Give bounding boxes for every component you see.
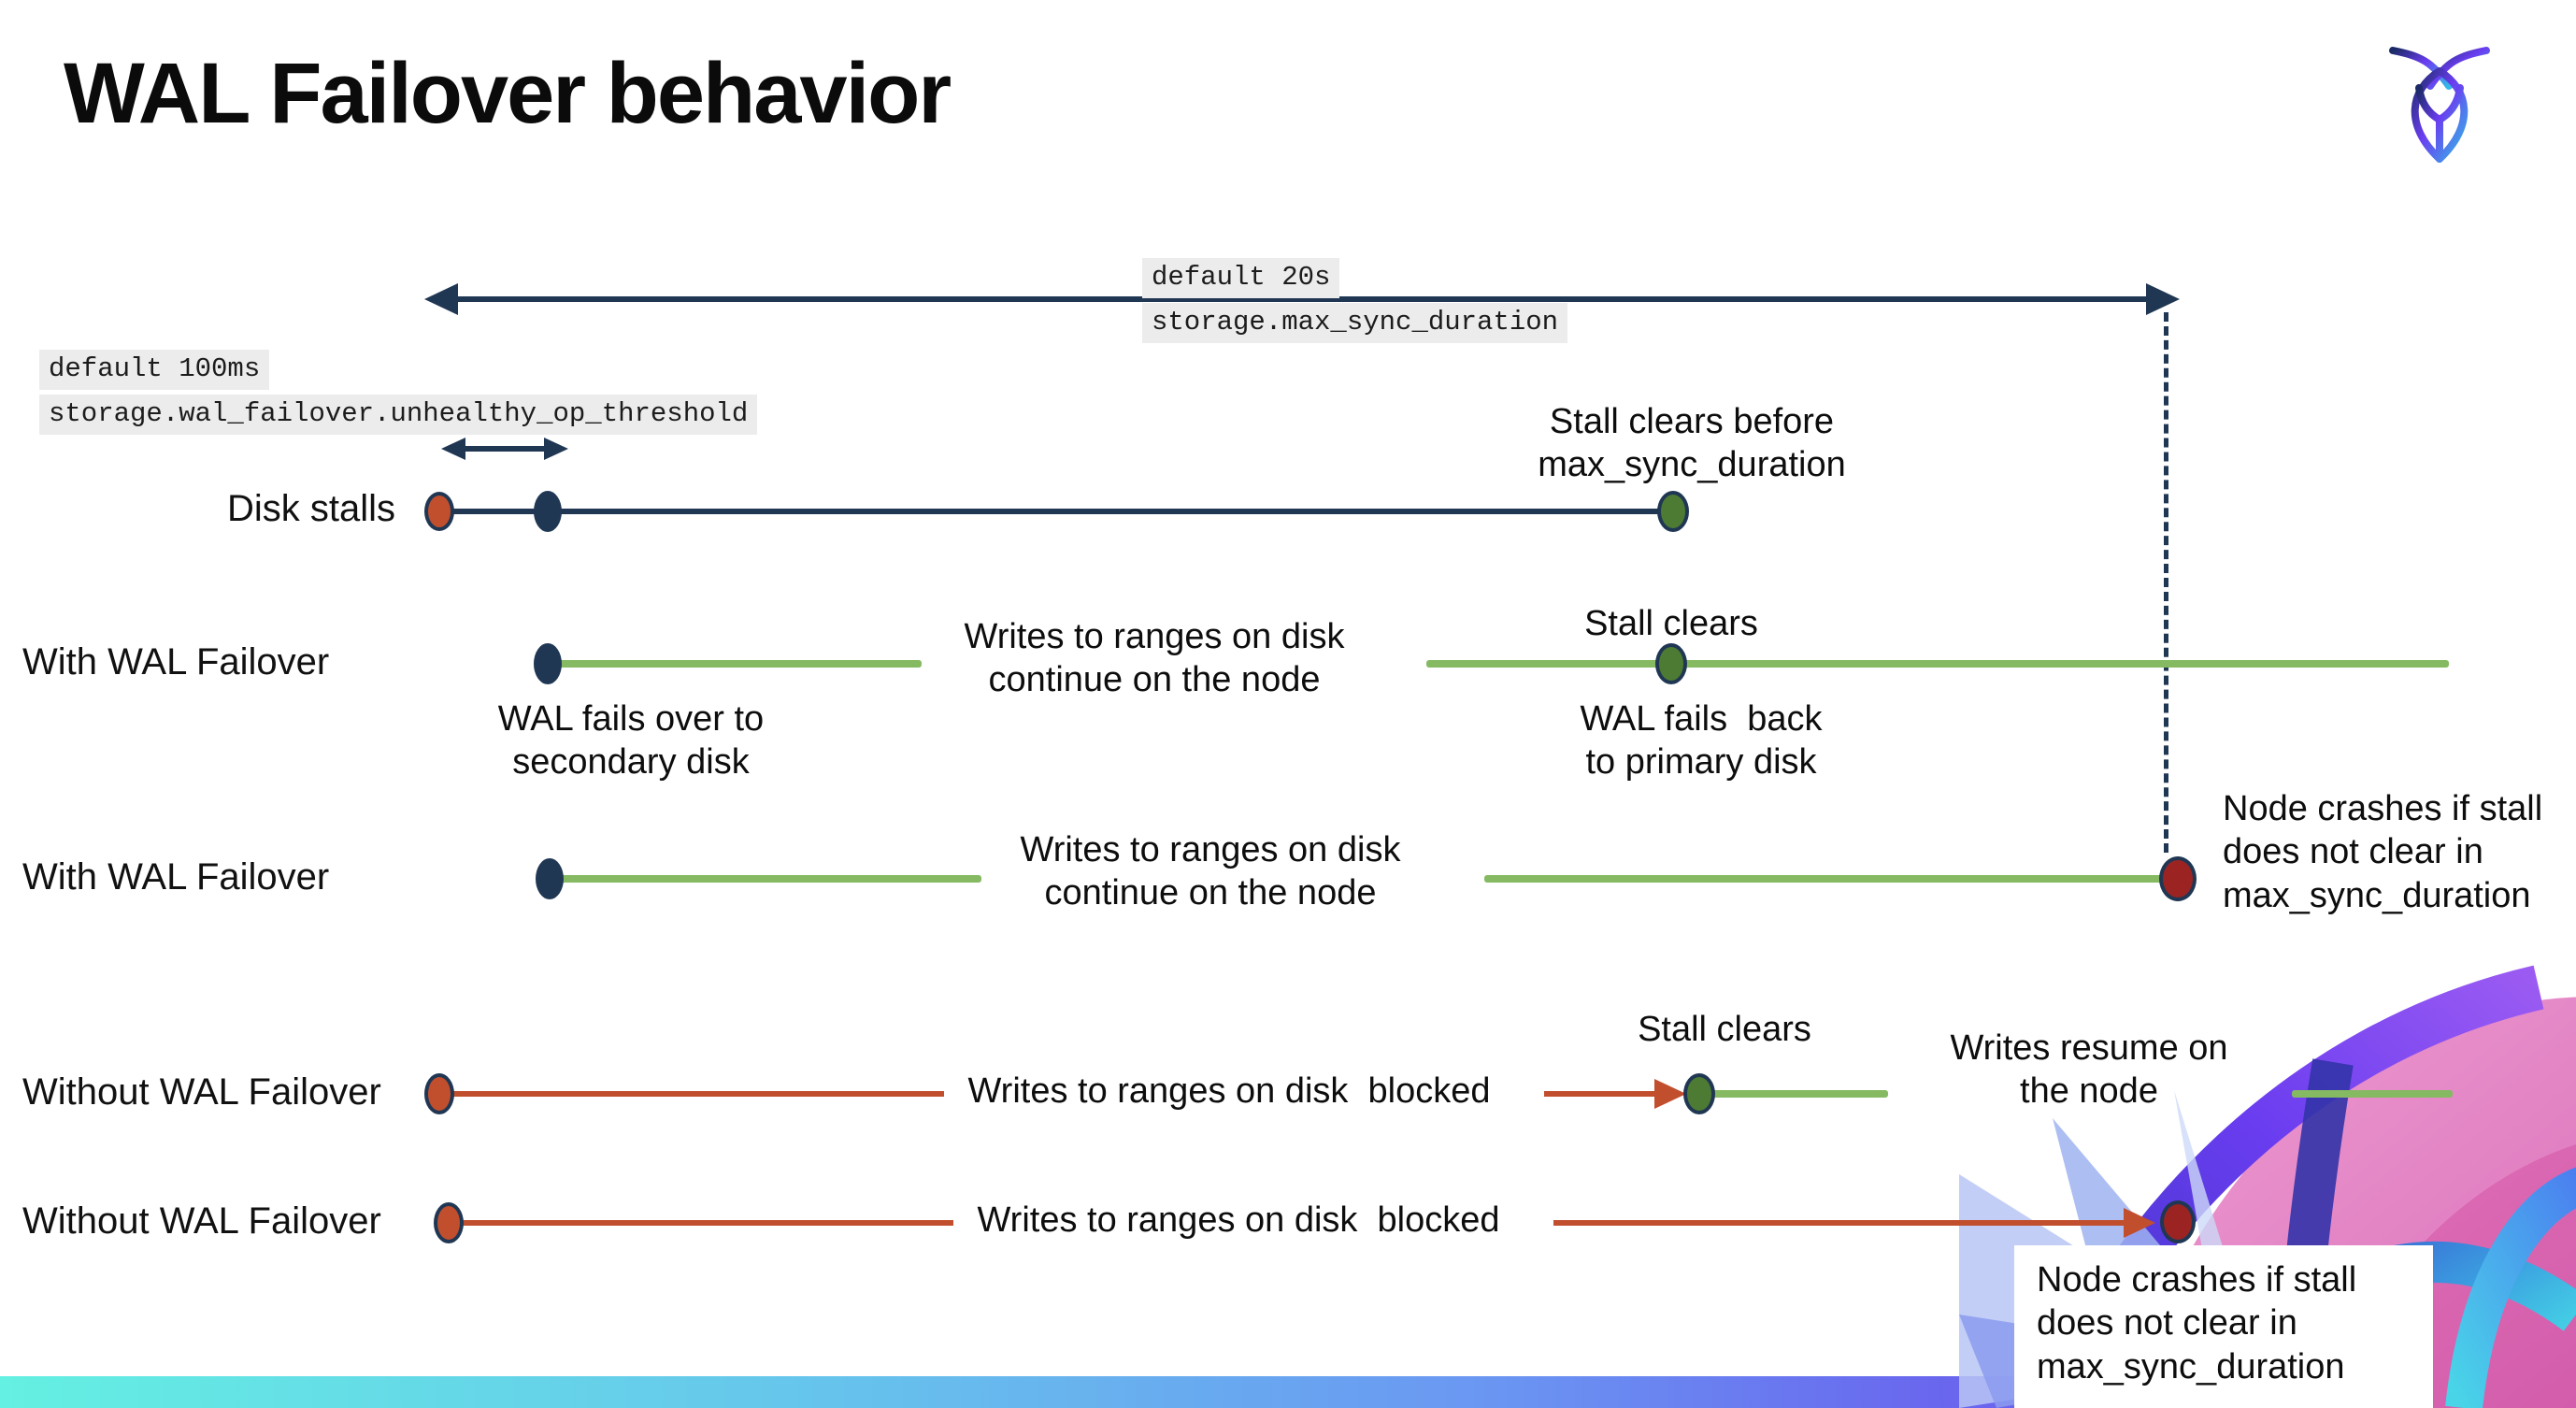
- row-label-with-wal-failover-2: With WAL Failover: [22, 856, 330, 898]
- disk-stall-dot-2: [424, 1073, 454, 1114]
- arrowhead-left-icon: [424, 283, 458, 315]
- max-sync-duration-annotation: default 20s storage.max_sync_duration: [1142, 258, 1568, 348]
- writes-resume-note: Writes resume on the node: [1950, 1028, 2228, 1112]
- unhealthy-op-default-value: default 100ms: [39, 350, 270, 390]
- stall-clears-note: Stall clears: [1584, 604, 1758, 643]
- wal-fails-over-note: WAL fails over to secondary disk: [497, 699, 765, 783]
- writes-continue-note-2: Writes to ranges on disk continue on the…: [1020, 830, 1401, 913]
- writes-blocked-note: Writes to ranges on disk blocked: [967, 1071, 1491, 1111]
- page-title: WAL Failover behavior: [64, 46, 952, 141]
- red-arrowhead-icon-2: [2124, 1208, 2155, 1238]
- stall-clears-before-note: Stall clears before max_sync_duration: [1538, 402, 1846, 485]
- writes-blocked-line-2b: [1553, 1220, 2133, 1226]
- row-label-with-wal-failover-1: With WAL Failover: [22, 641, 330, 682]
- max-sync-duration-span-line: [456, 296, 2150, 302]
- stall-clears-dot-2: [1655, 643, 1687, 684]
- stall-clears-dot: [1657, 491, 1689, 532]
- disk-stall-timeline: [439, 509, 1675, 514]
- writes-resume-line-a: [1712, 1090, 1888, 1098]
- unhealthy-op-threshold-annotation: default 100ms storage.wal_failover.unhea…: [39, 350, 758, 439]
- unhealthy-op-span-line: [464, 446, 546, 452]
- unhealthy-op-setting-name: storage.wal_failover.unhealthy_op_thresh…: [39, 394, 758, 435]
- writes-blocked-line-a: [451, 1091, 944, 1097]
- cockroachdb-logo-icon: [2389, 47, 2490, 163]
- max-sync-setting-name: storage.max_sync_duration: [1142, 302, 1568, 343]
- node-crashes-note-box: Node crashes if stall does not clear in …: [2014, 1245, 2433, 1408]
- wal-failover-dot-2: [536, 858, 564, 899]
- artwork-teal-arc: [2445, 1167, 2576, 1408]
- writes-blocked-line-2a: [460, 1220, 953, 1226]
- disk-stall-start-dot: [424, 492, 454, 531]
- wal-failover-dot: [534, 643, 562, 684]
- node-crashes-note-2: Node crashes if stall does not clear in …: [2037, 1260, 2357, 1386]
- stall-clears-note-2: Stall clears: [1638, 1010, 1811, 1049]
- max-sync-duration-dashed-line: [2164, 312, 2168, 853]
- logo-antenna-right: [2426, 47, 2490, 90]
- writes-continue-line-a: [557, 660, 922, 668]
- writes-continue-line-b: [1426, 660, 2449, 668]
- writes-continue-line-2b: [1484, 875, 2165, 883]
- row-label-without-wal-failover-2: Without WAL Failover: [22, 1200, 381, 1242]
- node-crash-dot: [2159, 856, 2197, 901]
- red-arrowhead-icon: [1654, 1079, 1686, 1109]
- writes-blocked-line-b: [1544, 1091, 1666, 1097]
- wal-fails-back-note: WAL fails back to primary disk: [1580, 699, 1823, 783]
- logo-antenna-left: [2389, 47, 2453, 90]
- disk-stall-dot-3: [434, 1202, 464, 1243]
- node-crashes-note: Node crashes if stall does not clear in …: [2223, 789, 2543, 915]
- writes-resume-line-b: [2292, 1090, 2453, 1098]
- writes-continue-line-2a: [559, 875, 981, 883]
- writes-blocked-note-2: Writes to ranges on disk blocked: [977, 1200, 1500, 1240]
- writes-continue-note: Writes to ranges on disk continue on the…: [964, 617, 1345, 700]
- row-label-without-wal-failover-1: Without WAL Failover: [22, 1071, 381, 1113]
- small-arrowhead-right-icon: [544, 438, 568, 460]
- stall-clears-dot-3: [1683, 1073, 1715, 1114]
- max-sync-default-value: default 20s: [1142, 258, 1340, 298]
- arrowhead-right-icon: [2146, 283, 2180, 315]
- failover-threshold-dot: [534, 491, 562, 532]
- logo-inner-y: [2415, 84, 2464, 163]
- node-crash-dot-2: [2160, 1200, 2196, 1243]
- row-label-disk-stalls: Disk stalls: [227, 488, 396, 529]
- small-arrowhead-left-icon: [441, 438, 465, 460]
